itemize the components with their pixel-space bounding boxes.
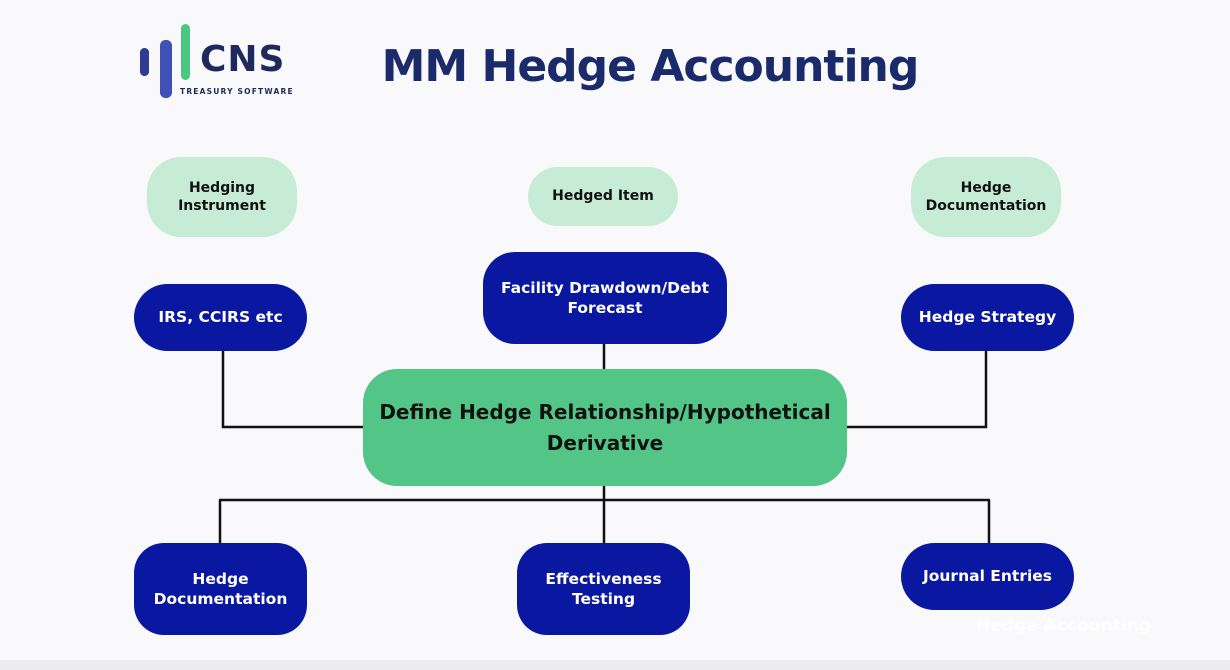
category-hedging-instrument: Hedging Instrument: [147, 157, 297, 237]
category-hedged-item-label: Hedged Item: [552, 188, 654, 205]
node-hedge-documentation: Hedge Documentation: [134, 543, 307, 635]
node-facility-drawdown-label: Facility Drawdown/Debt Forecast: [500, 278, 710, 317]
node-effectiveness-testing-label: Effectiveness Testing: [545, 569, 662, 608]
logo-wordmark: CNS: [200, 39, 286, 80]
node-facility-drawdown: Facility Drawdown/Debt Forecast: [483, 252, 727, 344]
category-hedge-documentation: Hedge Documentation: [911, 157, 1061, 237]
category-hedging-instrument-label: Hedging Instrument: [178, 179, 266, 214]
category-hedged-item: Hedged Item: [528, 167, 678, 226]
node-hedge-strategy-label: Hedge Strategy: [918, 308, 1057, 327]
node-hedge-strategy: Hedge Strategy: [901, 284, 1074, 351]
bottom-strip: [0, 660, 1230, 670]
node-effectiveness-testing: Effectiveness Testing: [517, 543, 690, 635]
category-hedge-documentation-label: Hedge Documentation: [925, 179, 1047, 214]
connector-strategy: [845, 350, 988, 429]
node-irs-ccirs-label: IRS, CCIRS etc: [158, 308, 283, 327]
node-define-hedge-relationship: Define Hedge Relationship/Hypothetical D…: [363, 369, 847, 486]
node-journal-entries: Journal Entries: [901, 543, 1074, 610]
page-title: MM Hedge Accounting: [381, 41, 920, 92]
node-irs-ccirs: IRS, CCIRS etc: [134, 284, 307, 351]
logo-bars-full-icon: [140, 24, 190, 98]
node-hedge-documentation-label: Hedge Documentation: [153, 569, 288, 608]
cns-logo: CNS TREASURY SOFTWARE: [138, 22, 308, 100]
node-define-hedge-relationship-label: Define Hedge Relationship/Hypothetical D…: [379, 399, 831, 455]
logo-subtitle: TREASURY SOFTWARE: [180, 87, 294, 96]
watermark-text: Hedge Accounting: [976, 616, 1151, 636]
node-journal-entries-label: Journal Entries: [922, 567, 1053, 586]
connector-irs: [221, 350, 365, 429]
